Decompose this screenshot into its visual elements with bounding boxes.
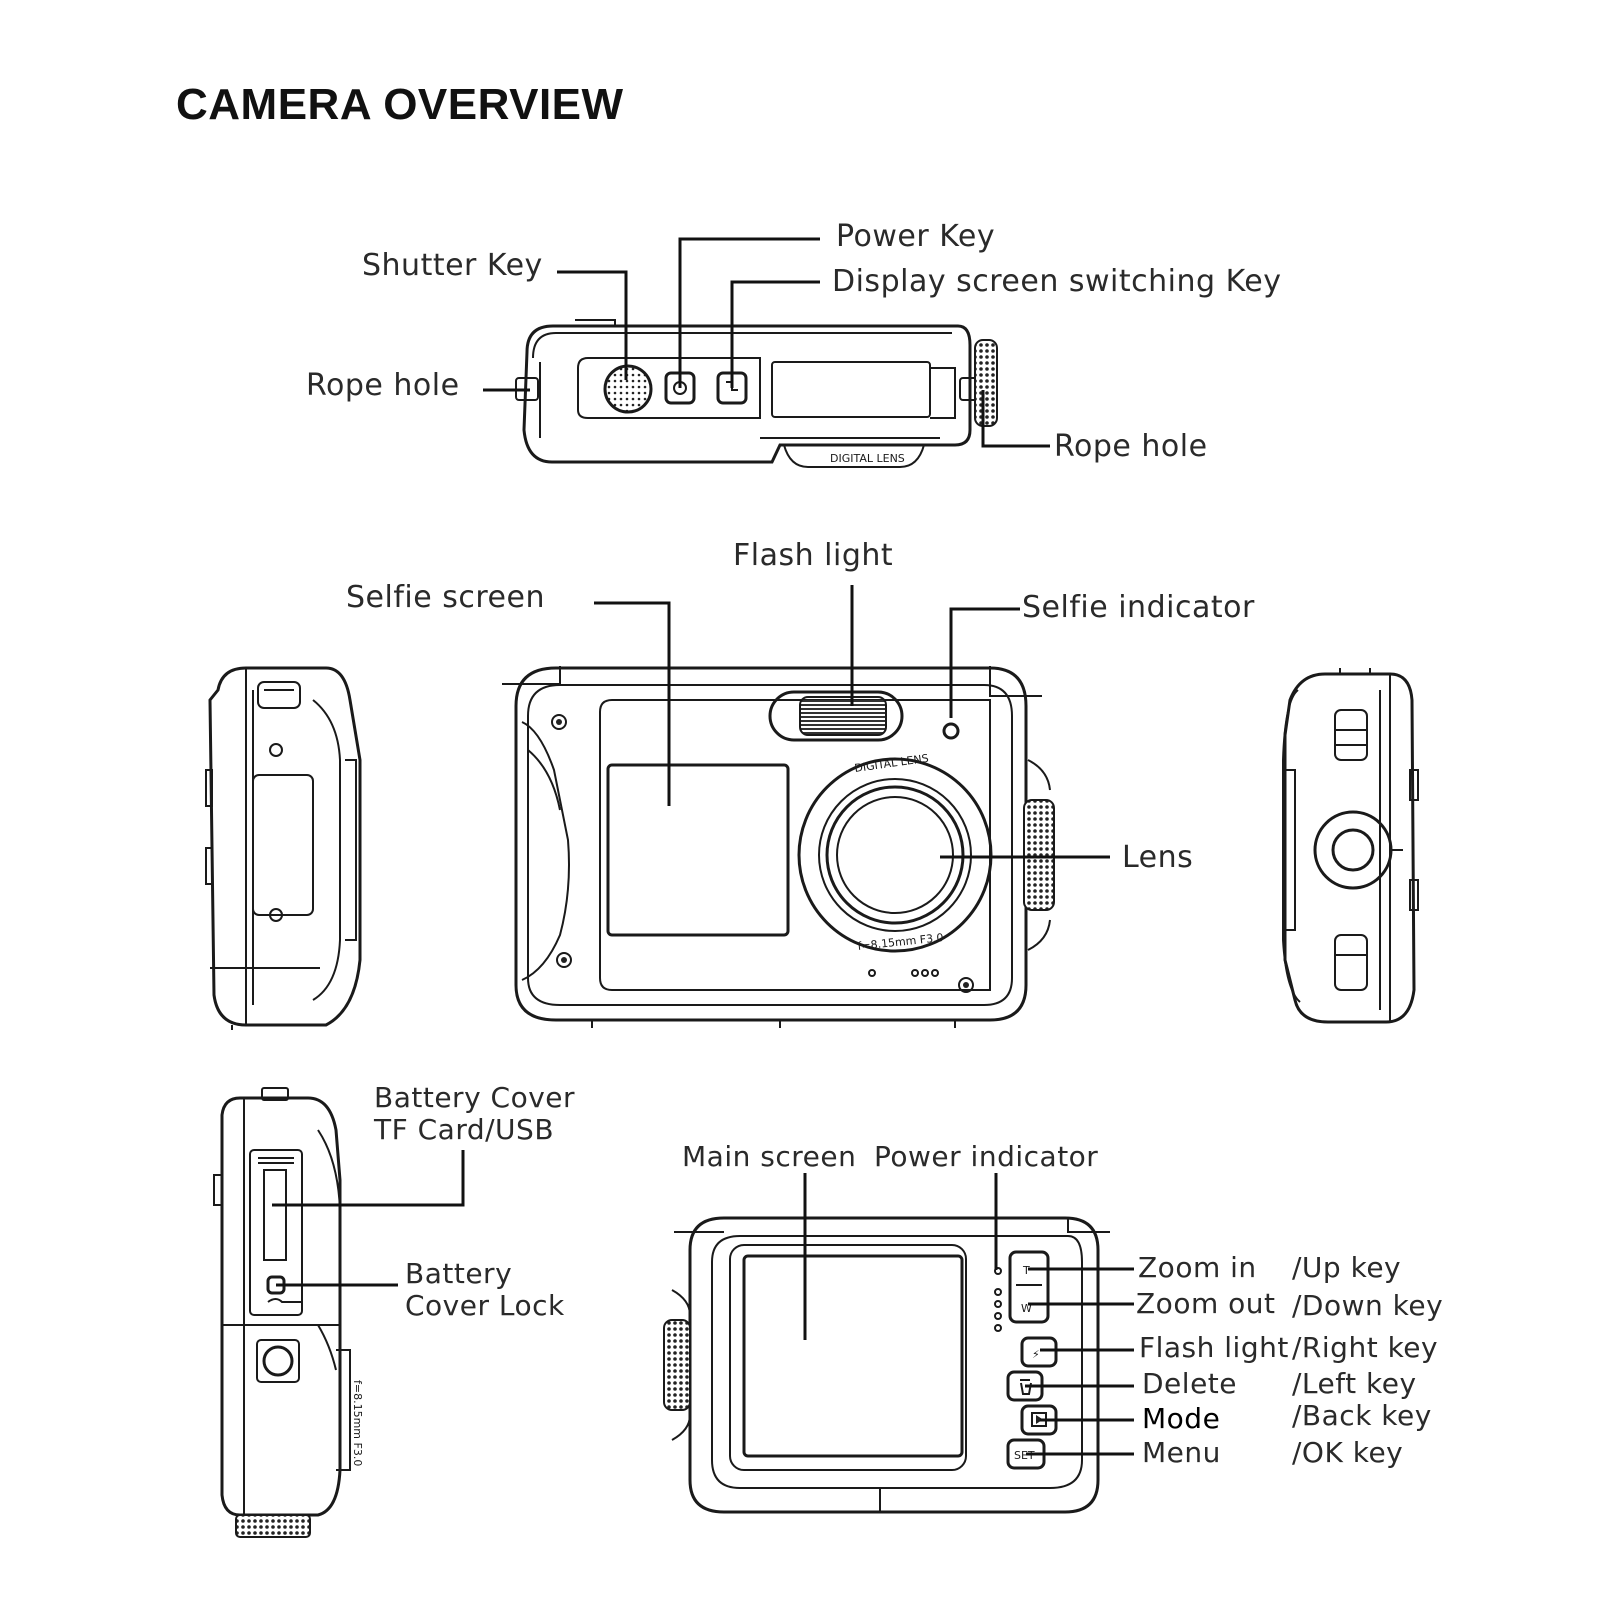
flash-light-label: Flash light [733,538,894,573]
zoom-out-label: Zoom out [1136,1287,1276,1320]
flash-light-button[interactable] [1022,1338,1056,1366]
zoom-dial [975,340,997,426]
battery-cover-lock-label-line2: Cover Lock [405,1289,565,1322]
rope-hole-right-label: Rope hole [1054,429,1208,464]
flash-light-key-label: Flash light [1139,1331,1289,1364]
selfie-screen [608,765,788,935]
display-switch-key-label: Display screen switching Key [832,264,1282,299]
back-key-label: /Back key [1292,1399,1432,1432]
selfie-screen-label: Selfie screen [346,580,545,615]
rope-hole-left-label: Rope hole [306,368,460,403]
right-side-view-camera [1283,668,1418,1022]
top-view-camera: DIGITAL LENS [516,320,997,467]
battery-cover-label-line1: Battery Cover [374,1081,576,1114]
main-screen [744,1256,962,1456]
front-view-camera: DIGITAL LENS f=8.15mm F3.0 [502,666,1054,1028]
bottom-side-view-camera: f=8.15mm F3.0 [214,1088,364,1537]
ok-key-label: /OK key [1292,1436,1404,1469]
shutter-key-button[interactable] [605,366,651,412]
power-key-label: Power Key [836,219,996,254]
down-key-label: /Down key [1292,1289,1444,1322]
page-title: CAMERA OVERVIEW [176,80,624,129]
back-zoom-dial [664,1320,690,1410]
trash-icon [1020,1380,1031,1394]
lens-ring-text: DIGITAL LENS [854,752,930,775]
zoom-rocker[interactable] [1010,1252,1048,1322]
top-lens-marking: DIGITAL LENS [830,452,905,465]
shutter-key-label: Shutter Key [362,248,543,283]
up-key-label: /Up key [1292,1251,1402,1284]
side-lens-spec-text: f=8.15mm F3.0 [351,1380,364,1466]
battery-cover-lock-label-line1: Battery [405,1257,513,1290]
power-indicator-label: Power indicator [874,1140,1099,1173]
back-view-camera: T W ⚡ SET [664,1218,1110,1512]
lens-glass [827,787,963,923]
battery-cover-label-line2: TF Card/USB [374,1113,555,1146]
right-key-label: /Right key [1292,1331,1439,1364]
front-zoom-dial [1024,800,1054,910]
zoom-out-glyph: W [1021,1302,1032,1315]
left-side-view-camera [206,668,360,1030]
main-screen-label: Main screen [682,1140,857,1173]
mode-label: Mode [1142,1402,1221,1435]
delete-label: Delete [1142,1367,1237,1400]
left-key-label: /Left key [1292,1367,1417,1400]
flash-light-window [800,697,886,735]
flash-glyph: ⚡ [1032,1348,1040,1361]
selfie-indicator-led [944,724,958,738]
zoom-in-label: Zoom in [1138,1251,1257,1284]
zoom-in-glyph: T [1022,1264,1030,1277]
set-glyph: SET [1014,1449,1035,1462]
menu-label: Menu [1142,1436,1221,1469]
lens-label: Lens [1122,840,1194,875]
selfie-indicator-label: Selfie indicator [1022,590,1255,625]
